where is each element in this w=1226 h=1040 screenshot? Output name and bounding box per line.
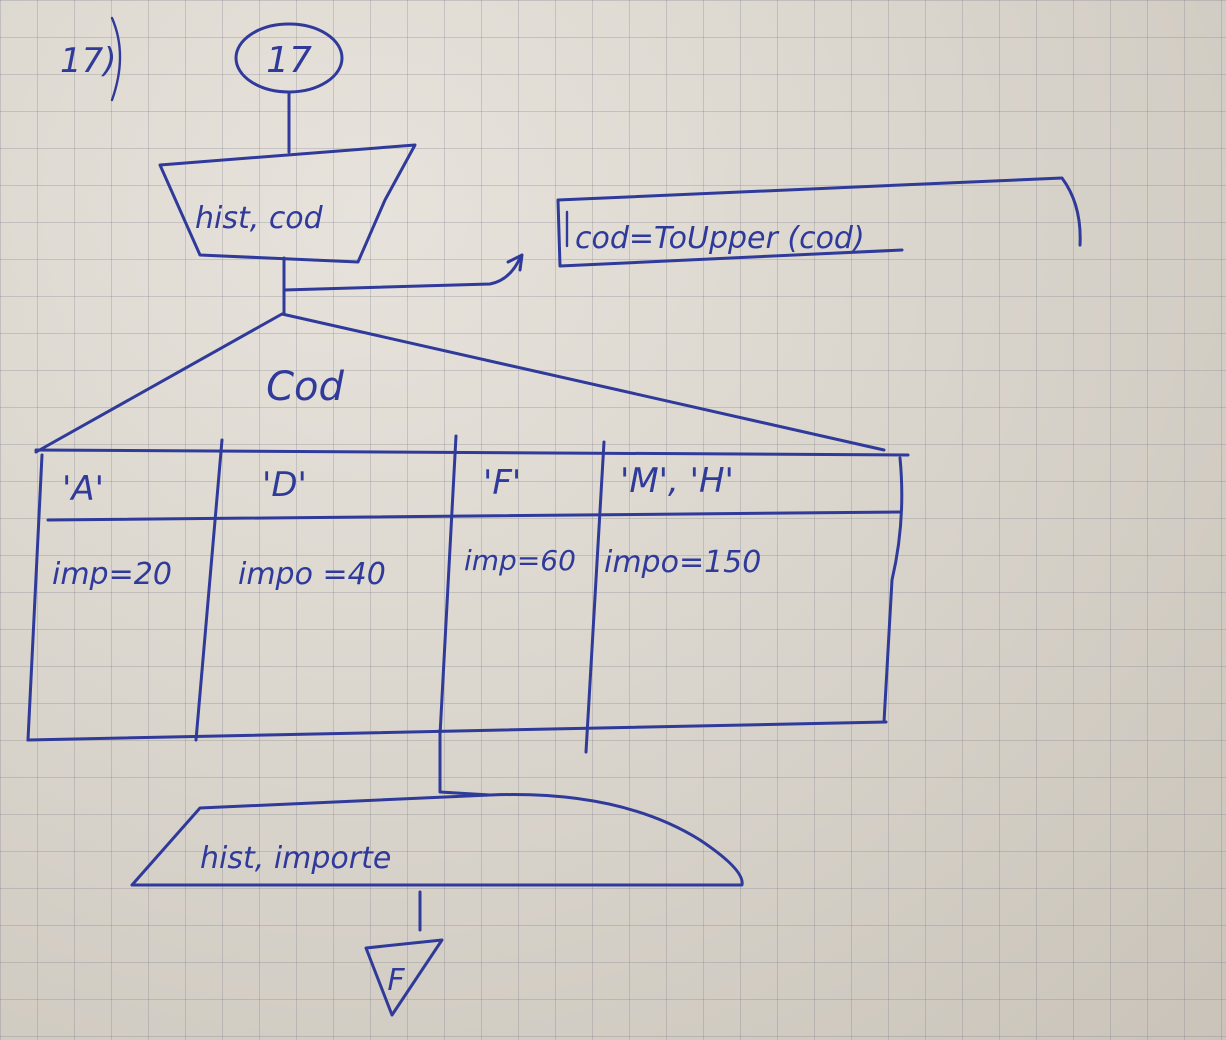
connector-line-input-process — [282, 256, 522, 292]
input-block: hist, cod — [158, 143, 417, 264]
case-value-3: 'F' — [483, 463, 521, 503]
case-action-1: imp=20 — [52, 557, 172, 592]
case-action-4: impo=150 — [604, 545, 761, 580]
start-connector-label: 17 — [266, 40, 312, 81]
output-block: hist, importe — [130, 793, 744, 887]
case-table-header-divider — [46, 510, 902, 522]
page-label: 17) — [60, 41, 117, 81]
case-table-right — [882, 456, 904, 724]
case-table-top — [34, 448, 910, 457]
case-table: 'A' 'D' 'F' 'M', 'H' imp=20 impo =40 imp… — [26, 434, 910, 754]
end-terminal: F — [364, 938, 444, 1017]
case-value-4: 'M', 'H' — [620, 461, 734, 501]
case-action-3: imp=60 — [464, 544, 576, 577]
case-selector: Cod — [34, 312, 886, 454]
page-label-paren — [110, 16, 122, 102]
case-action-2: impo =40 — [238, 557, 386, 592]
case-value-1: 'A' — [62, 469, 104, 509]
input-block-label: hist, cod — [195, 201, 324, 236]
output-block-label: hist, importe — [200, 841, 391, 876]
start-connector: 17 — [234, 22, 344, 94]
input-block-shape — [158, 143, 417, 264]
output-block-shape — [130, 793, 744, 887]
end-terminal-shape — [364, 938, 444, 1017]
case-divider-2 — [438, 434, 458, 737]
case-divider-1 — [194, 438, 224, 742]
case-divider-3 — [584, 440, 606, 754]
process-block: cod=ToUpper (cod) — [556, 176, 1082, 268]
connector-line-table-output — [438, 728, 492, 797]
arrow-head-icon — [506, 253, 524, 272]
case-table-bottom — [26, 720, 888, 742]
process-block-shape — [556, 176, 1082, 268]
case-table-left — [26, 453, 44, 742]
case-selector-roof — [34, 312, 886, 454]
case-selector-label: Cod — [266, 364, 344, 410]
case-value-2: 'D' — [262, 465, 307, 505]
process-block-label: cod=ToUpper (cod) — [575, 221, 865, 256]
end-terminal-label: F — [387, 963, 405, 998]
